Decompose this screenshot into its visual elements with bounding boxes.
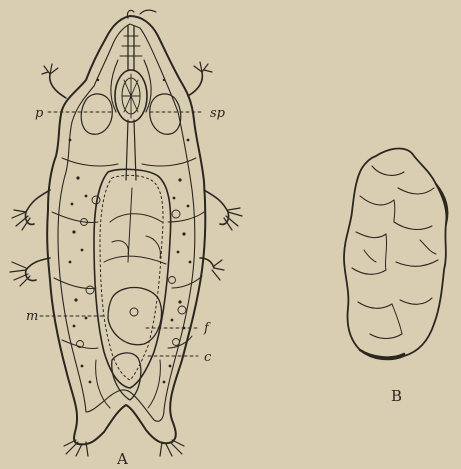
- caption-a: A: [116, 450, 128, 468]
- label-sp: sp: [210, 106, 226, 121]
- label-c: c: [204, 350, 212, 365]
- label-m: m: [26, 309, 38, 324]
- label-p: p: [35, 106, 44, 121]
- caption-b: B: [391, 387, 402, 405]
